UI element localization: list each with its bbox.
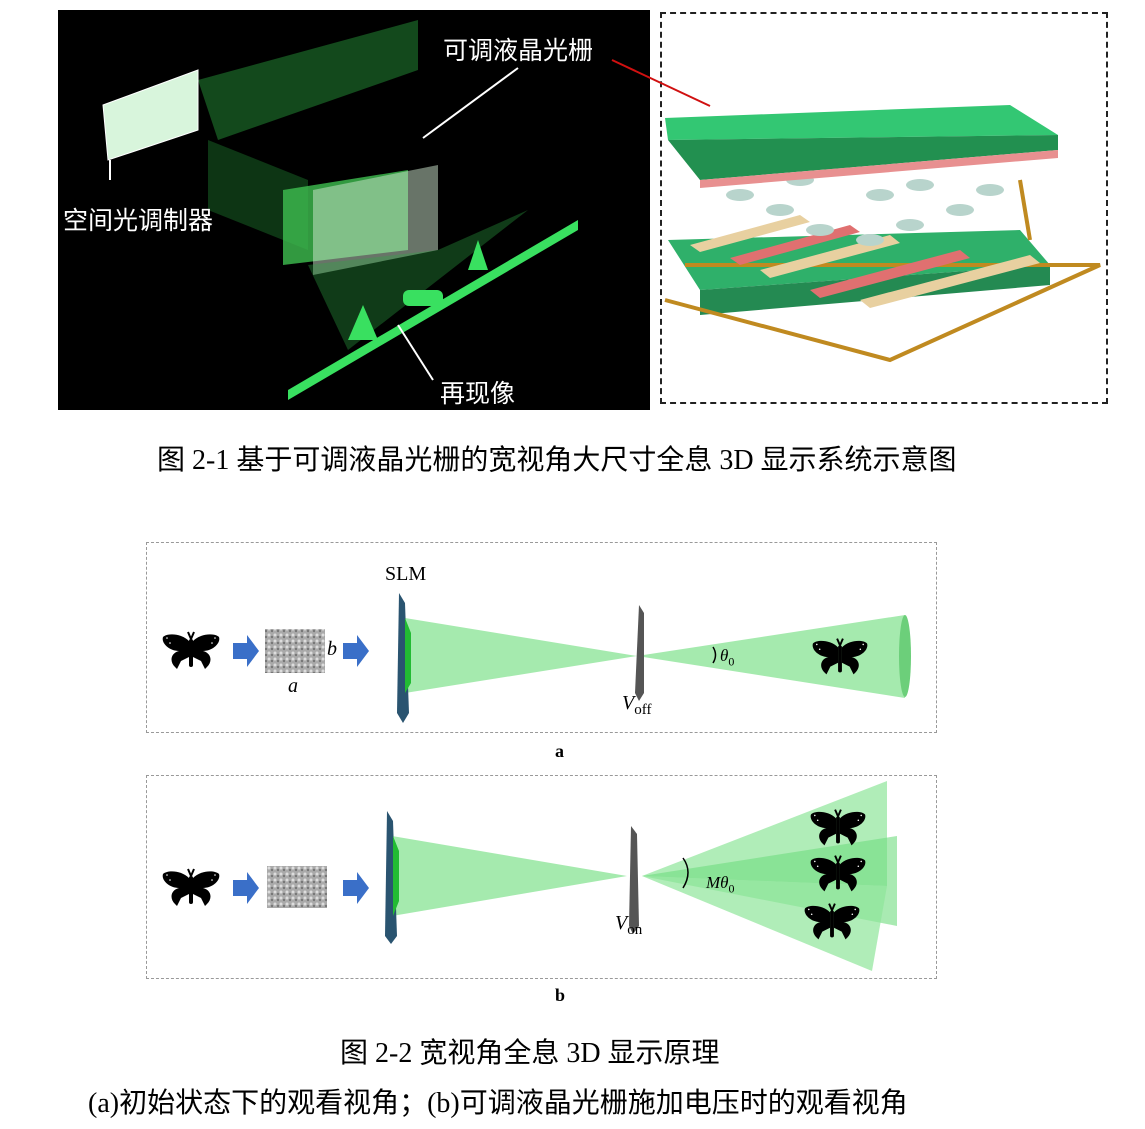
- figure2a-diagram: [161, 593, 911, 723]
- voltage-symbol: V: [622, 692, 635, 714]
- subfigure-a-label: a: [555, 741, 564, 761]
- voltage-on-label: Von: [615, 912, 642, 939]
- butterfly-object-icon: [161, 868, 221, 907]
- figure2-caption-detail: (a)初始状态下的观看视角；(b)可调液晶光栅施加电压时的观看视角: [88, 1088, 908, 1119]
- voltage-subscript: on: [627, 922, 643, 938]
- figure2b-panel: [146, 775, 937, 979]
- light-cone: [642, 876, 887, 971]
- figure2a-panel: [146, 542, 937, 733]
- figure2b-diagram: [161, 781, 897, 971]
- theta-symbol: θ: [720, 646, 729, 665]
- arrow-icon: [343, 872, 369, 904]
- voltage-off-label: Voff: [622, 692, 651, 719]
- theta-subscript: 0: [728, 654, 735, 669]
- grating-structure-diagram: [611, 12, 1108, 404]
- arrow-icon: [233, 635, 259, 667]
- light-cone: [405, 618, 637, 693]
- voltage-subscript: off: [634, 702, 652, 718]
- figure1-caption: 图 2-1 基于可调液晶光栅的宽视角大尺寸全息 3D 显示系统示意图: [157, 445, 957, 476]
- grating-plate: [629, 826, 639, 934]
- theta-subscript: 0: [728, 881, 735, 896]
- subfigure-b-label: b: [555, 985, 566, 1005]
- a-label: a: [288, 675, 298, 697]
- arrow-icon: [233, 872, 259, 904]
- hologram-pattern: [267, 866, 327, 908]
- grating-plate: [635, 605, 644, 701]
- m-theta-label: Mθ0: [706, 873, 735, 896]
- label-slm: 空间光调制器: [63, 206, 214, 235]
- b-label: b: [327, 638, 337, 660]
- light-cone: [392, 836, 627, 916]
- m-theta-symbol: Mθ: [706, 873, 729, 892]
- angle-label: θ0: [720, 646, 734, 669]
- holographic-display-scene: [102, 20, 578, 400]
- slm-label: SLM: [385, 563, 427, 585]
- label-tunable-grating: 可调液晶光栅: [443, 36, 594, 65]
- hologram-pattern: [265, 629, 325, 673]
- arrow-icon: [343, 635, 369, 667]
- butterfly-object-icon: [161, 631, 221, 670]
- voltage-symbol: V: [615, 912, 628, 934]
- light-cone: [637, 615, 905, 698]
- figure2-caption-title: 图 2-2 宽视角全息 3D 显示原理: [340, 1038, 720, 1069]
- label-reconstruction: 再现像: [440, 379, 516, 408]
- figure1-illustration: [58, 10, 650, 410]
